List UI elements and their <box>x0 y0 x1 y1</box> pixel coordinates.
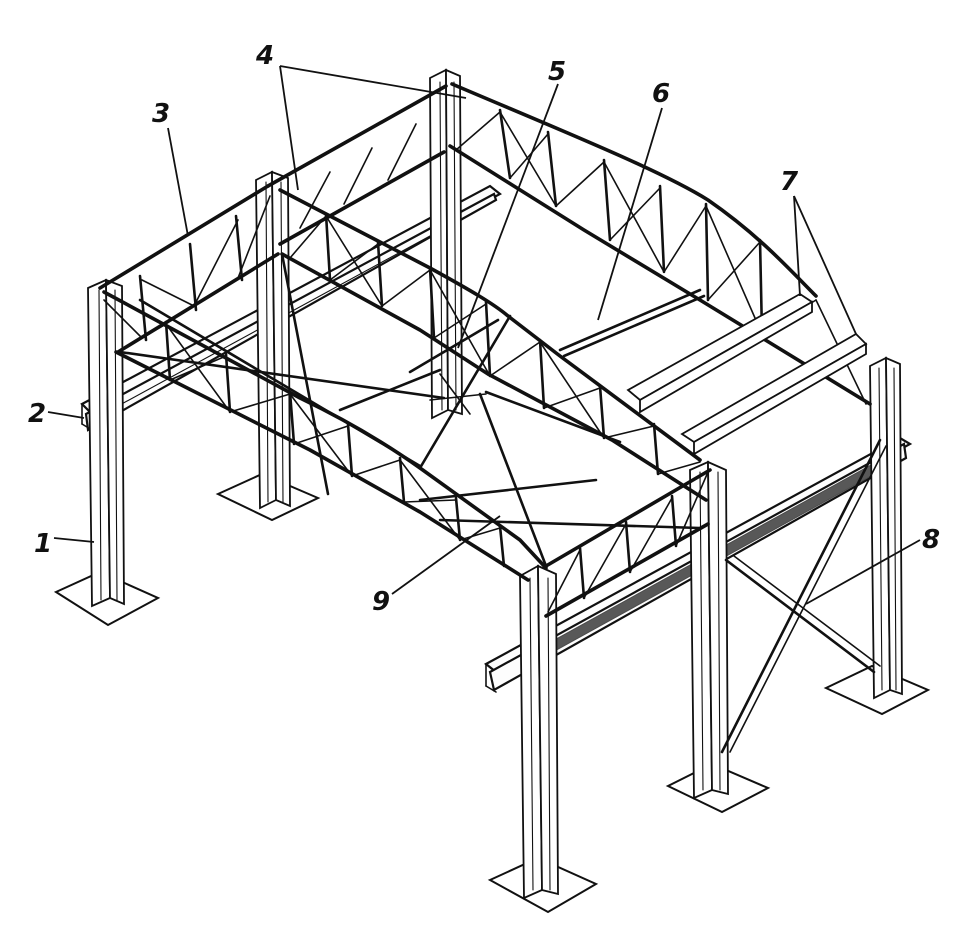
end-truss-back-right <box>448 82 872 406</box>
svg-text:1: 1 <box>34 529 52 559</box>
longitudinal-truss-back <box>266 84 448 246</box>
label-1: 1 <box>34 529 95 559</box>
svg-text:4: 4 <box>255 41 274 71</box>
central-truss <box>278 188 708 502</box>
column-back-left <box>255 170 291 510</box>
label-2: 2 <box>28 399 85 429</box>
svg-text:2: 2 <box>28 399 46 429</box>
column-back-right <box>869 356 903 700</box>
column-front-center <box>519 564 559 900</box>
column-back-center <box>429 68 463 420</box>
label-6: 6 <box>597 79 670 321</box>
label-7: 7 <box>780 167 857 335</box>
roof-panels <box>626 292 868 456</box>
end-truss-left <box>98 184 280 354</box>
horizontal-bracing <box>118 252 702 568</box>
label-8: 8 <box>805 525 940 605</box>
purlins <box>558 288 706 358</box>
svg-text:6: 6 <box>652 79 670 109</box>
label-4: 4 <box>255 41 467 191</box>
svg-text:9: 9 <box>372 587 390 617</box>
svg-text:5: 5 <box>548 57 566 87</box>
label-9: 9 <box>372 515 501 617</box>
column-front-left <box>87 278 125 608</box>
svg-text:3: 3 <box>152 99 170 129</box>
vertical-bracing <box>720 438 887 754</box>
svg-text:7: 7 <box>780 167 799 197</box>
label-5: 5 <box>457 57 566 349</box>
labels: 1 2 3 4 5 6 7 8 <box>28 41 940 617</box>
longitudinal-truss-front <box>102 290 548 582</box>
svg-text:8: 8 <box>922 525 940 555</box>
base-plates <box>53 472 931 914</box>
label-3: 3 <box>152 99 189 237</box>
end-truss-front-right <box>544 468 712 618</box>
column-front-right <box>689 460 729 800</box>
